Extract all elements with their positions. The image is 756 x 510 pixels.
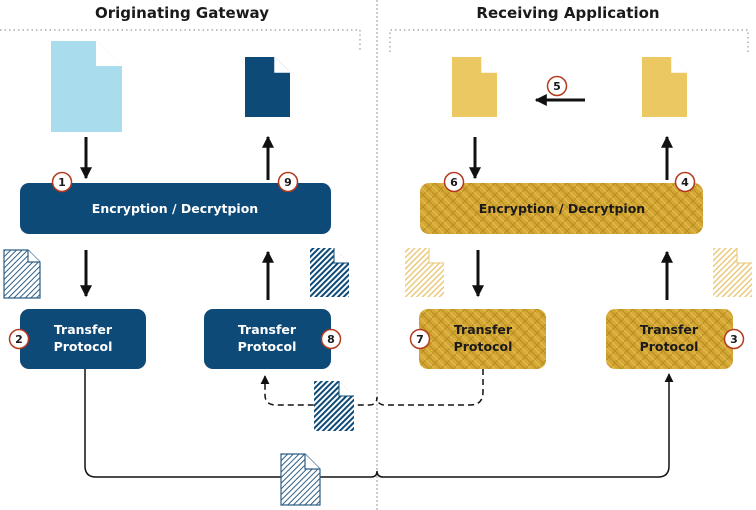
encrypted-document-icon <box>713 248 752 297</box>
transfer-label-line2: Protocol <box>640 339 699 354</box>
step-badge-5: 5 <box>546 75 568 97</box>
plain-document-icon <box>51 41 122 132</box>
transfer-label-line1: Transfer <box>238 322 297 337</box>
svg-text:4: 4 <box>681 176 689 189</box>
svg-text:7: 7 <box>416 333 424 346</box>
encrypted-document-icon <box>280 453 321 506</box>
step-badge-4: 4 <box>674 171 696 193</box>
reply-document-icon <box>642 57 687 117</box>
transfer-protocol-box: Transfer Protocol <box>20 309 146 369</box>
encrypted-document-icon <box>3 249 41 299</box>
received-document-icon <box>452 57 497 117</box>
transfer-protocol-box: Transfer Protocol <box>606 309 733 369</box>
svg-text:1: 1 <box>58 176 66 189</box>
transfer-label-line2: Protocol <box>454 339 513 354</box>
svg-text:3: 3 <box>730 333 738 346</box>
right-encryption-box <box>420 183 703 234</box>
svg-text:6: 6 <box>450 176 458 189</box>
left-region-bracket <box>0 29 361 52</box>
svg-text:8: 8 <box>327 333 335 346</box>
step-badge-3: 3 <box>723 328 745 350</box>
receiving-application-title: Receiving Application <box>476 4 659 22</box>
step-badge-9: 9 <box>277 171 299 193</box>
transfer-label-line1: Transfer <box>54 322 113 337</box>
transfer-protocol-box: Transfer Protocol <box>419 309 546 369</box>
transfer-label-line1: Transfer <box>640 322 699 337</box>
step-badge-7: 7 <box>409 328 431 350</box>
decrypted-document-icon <box>245 57 290 117</box>
encrypted-document-icon <box>314 381 354 431</box>
right-encryption-label: Encryption / Decrytpion <box>479 201 645 216</box>
step-badge-6: 6 <box>443 171 465 193</box>
originating-gateway-title: Originating Gateway <box>95 4 269 22</box>
solid-forward-line <box>84 369 674 478</box>
svg-text:5: 5 <box>553 80 561 93</box>
encrypted-document-icon <box>310 248 349 297</box>
transfer-protocol-box: Transfer Protocol <box>204 309 331 369</box>
step-badge-2: 2 <box>8 328 30 350</box>
right-region-bracket <box>389 29 749 52</box>
step-badge-8: 8 <box>320 328 342 350</box>
encrypted-document-icon <box>405 248 444 297</box>
transfer-label-line2: Protocol <box>54 339 113 354</box>
svg-text:2: 2 <box>15 333 23 346</box>
transfer-label-line2: Protocol <box>238 339 297 354</box>
svg-text:9: 9 <box>284 176 292 189</box>
transfer-label-line1: Transfer <box>454 322 513 337</box>
step-badge-1: 1 <box>51 171 73 193</box>
left-encryption-label: Encryption / Decrytpion <box>92 201 258 216</box>
left-encryption-box <box>20 183 331 234</box>
dashed-return-line <box>260 369 484 406</box>
